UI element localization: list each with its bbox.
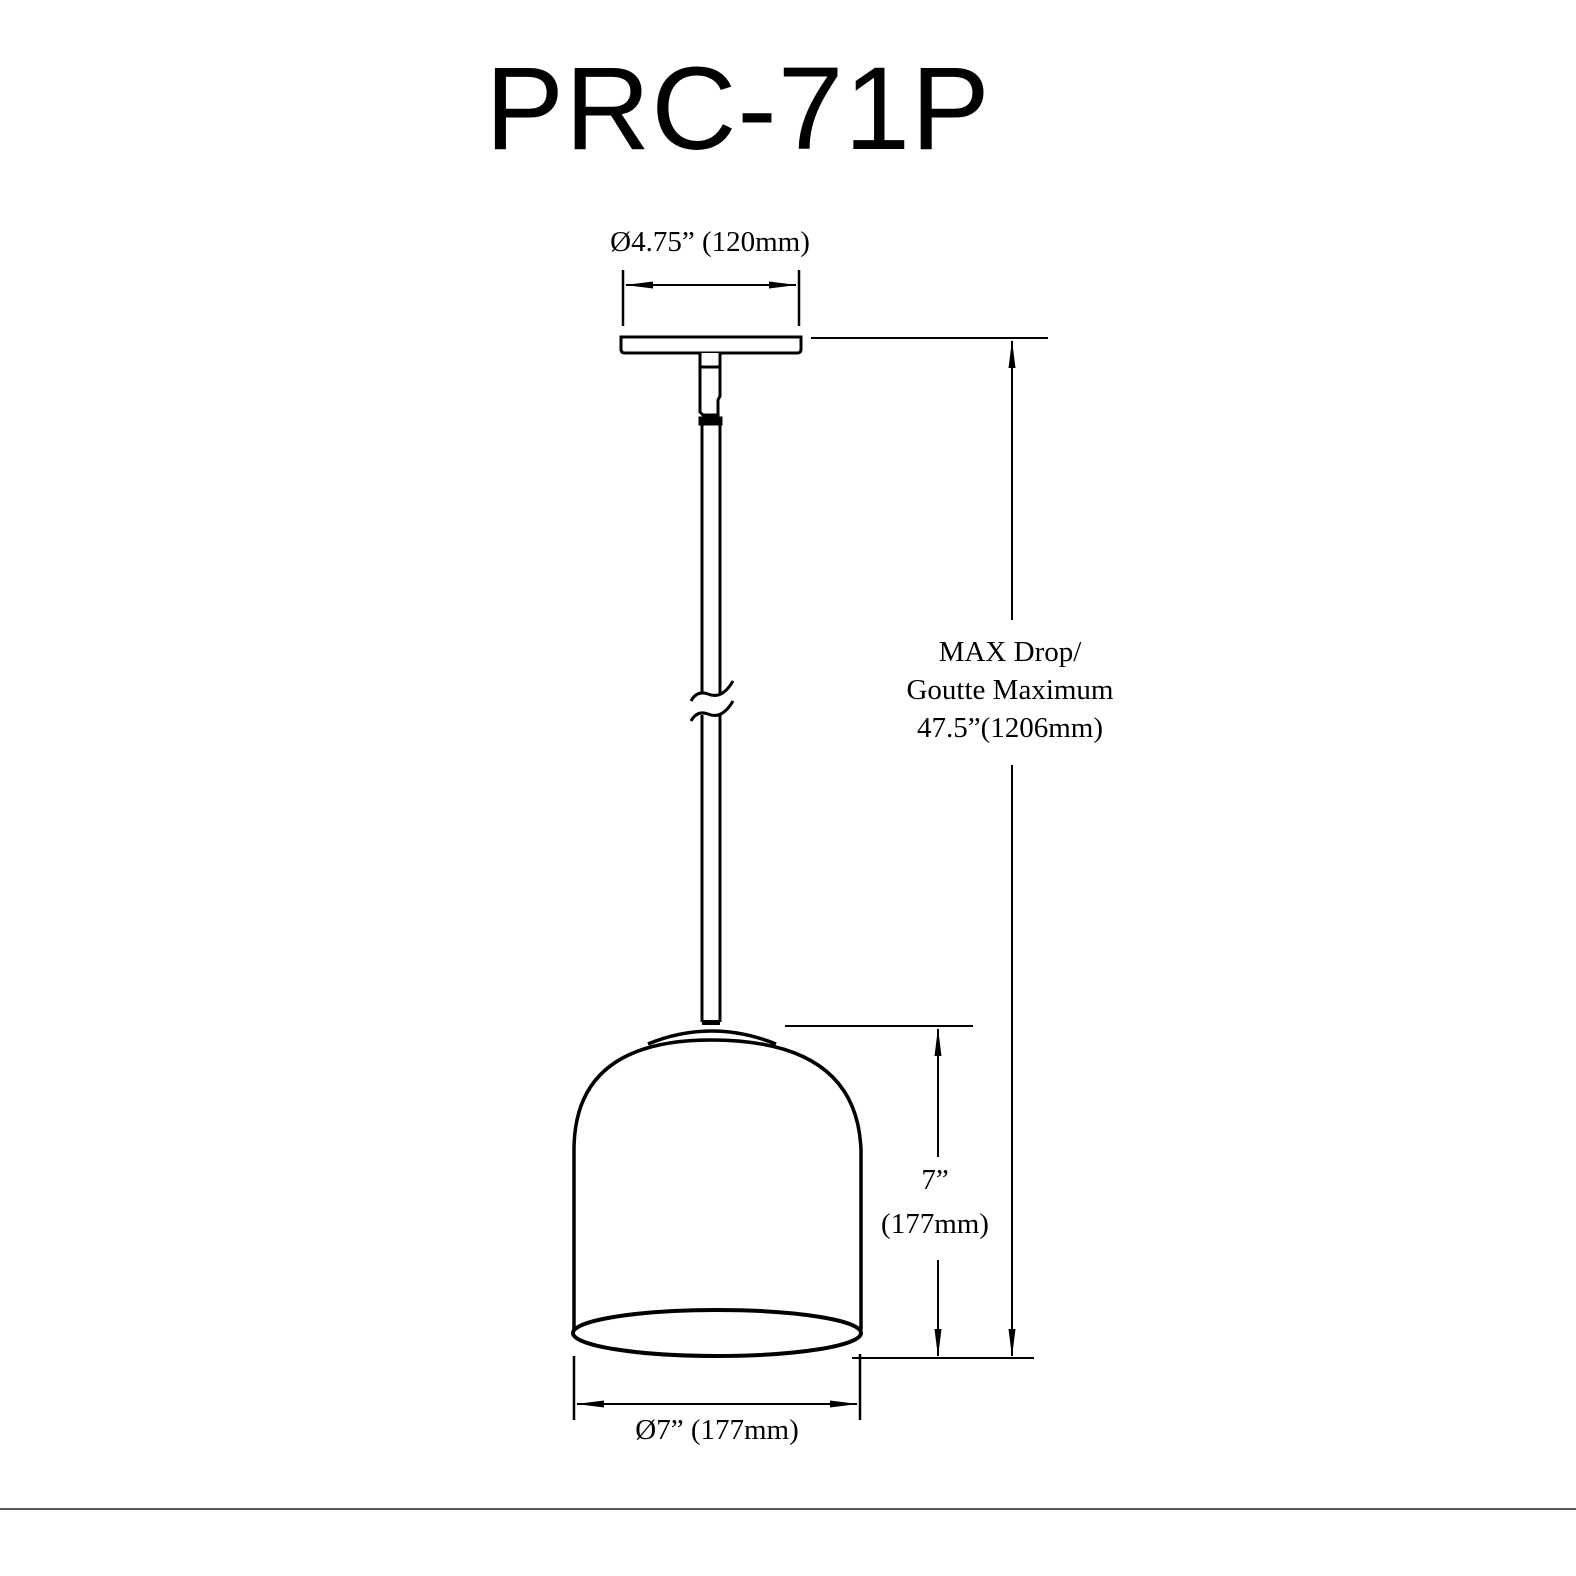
- shade-diameter-label: Ø7” (177mm): [635, 1414, 799, 1446]
- max-drop-label-line3: 47.5”(1206mm): [916, 712, 1104, 744]
- shade-height-dimension: [785, 1025, 973, 1357]
- stem-coupling: [698, 353, 723, 426]
- canopy: [619, 335, 803, 355]
- model-title: PRC-71P: [485, 43, 991, 175]
- canopy-dimension: [621, 270, 801, 326]
- footer-divider: [0, 1508, 1576, 1510]
- canopy-diameter-label: Ø4.75” (120mm): [610, 226, 810, 258]
- shade-diameter-dimension: [572, 1354, 862, 1420]
- max-drop-dimension: [811, 337, 1048, 1359]
- max-drop-label-line2: Goutte Maximum: [906, 674, 1114, 706]
- stem-rod: [689, 424, 735, 1025]
- shade-height-label-line2: (177mm): [881, 1208, 989, 1240]
- max-drop-label-line1: MAX Drop/: [938, 636, 1082, 668]
- shade-height-label-line1: 7”: [921, 1164, 949, 1196]
- bell-shade: [571, 1029, 863, 1358]
